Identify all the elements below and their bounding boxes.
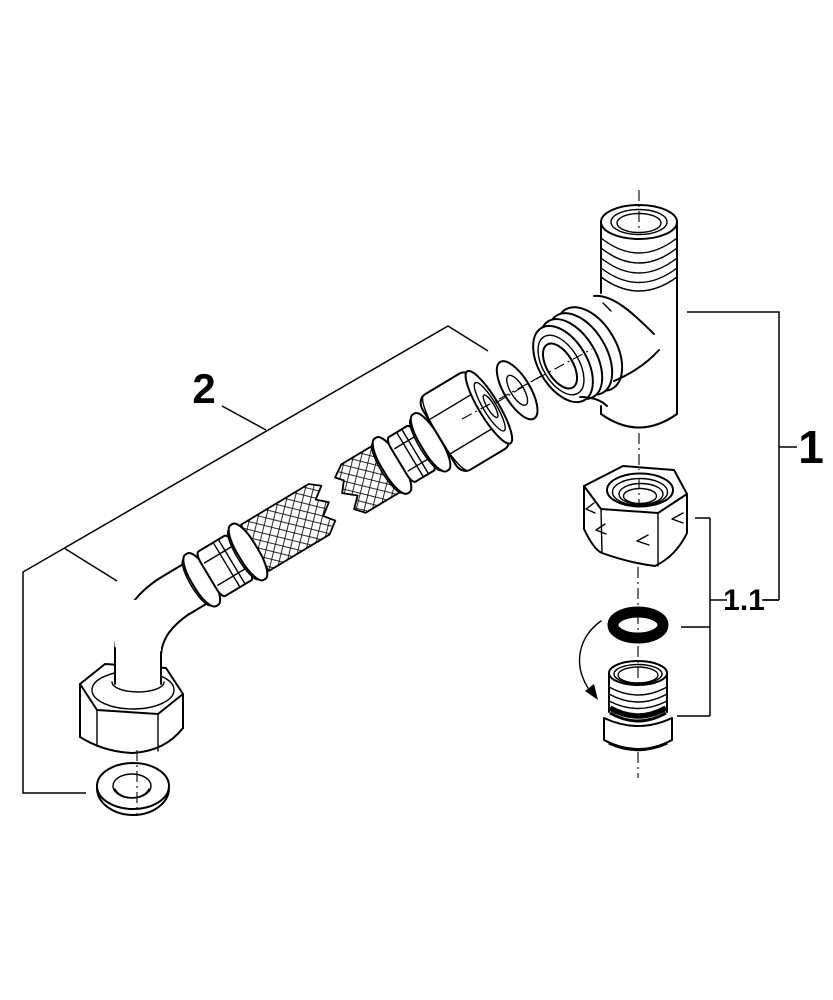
braid-section-lower [240, 483, 337, 572]
tee-top-threads [600, 237, 678, 292]
tee-fitting-drawing [532, 204, 678, 429]
part-label-1-1: 1.1 [723, 584, 765, 617]
elbow-nut-drawing [79, 600, 184, 754]
callout-1: 1 [687, 311, 824, 601]
part-label-1: 1 [798, 421, 824, 473]
flex-hose-drawing [79, 360, 567, 816]
branch-axis-centerline [461, 348, 593, 420]
callout-1-1: 1.1 [677, 517, 779, 717]
tee-bottom-edge [600, 413, 678, 429]
part-label-2: 2 [192, 365, 215, 412]
vertical-centerlines [461, 190, 640, 778]
nut-chamfer-marks [585, 502, 684, 546]
tee-branch [532, 294, 660, 407]
callout-2: 2 [22, 325, 489, 794]
adapter-threads [608, 686, 668, 716]
rotation-arrow [578, 620, 602, 700]
adapter-flange [603, 717, 673, 750]
hose-ferrule-lower [181, 522, 269, 608]
hose-ferrule-upper [370, 412, 452, 495]
union-nut-drawing [583, 465, 688, 567]
adapter-seal-groove [608, 705, 668, 719]
adapter-drawing [603, 660, 673, 752]
elbow-washer-drawing [96, 762, 170, 816]
